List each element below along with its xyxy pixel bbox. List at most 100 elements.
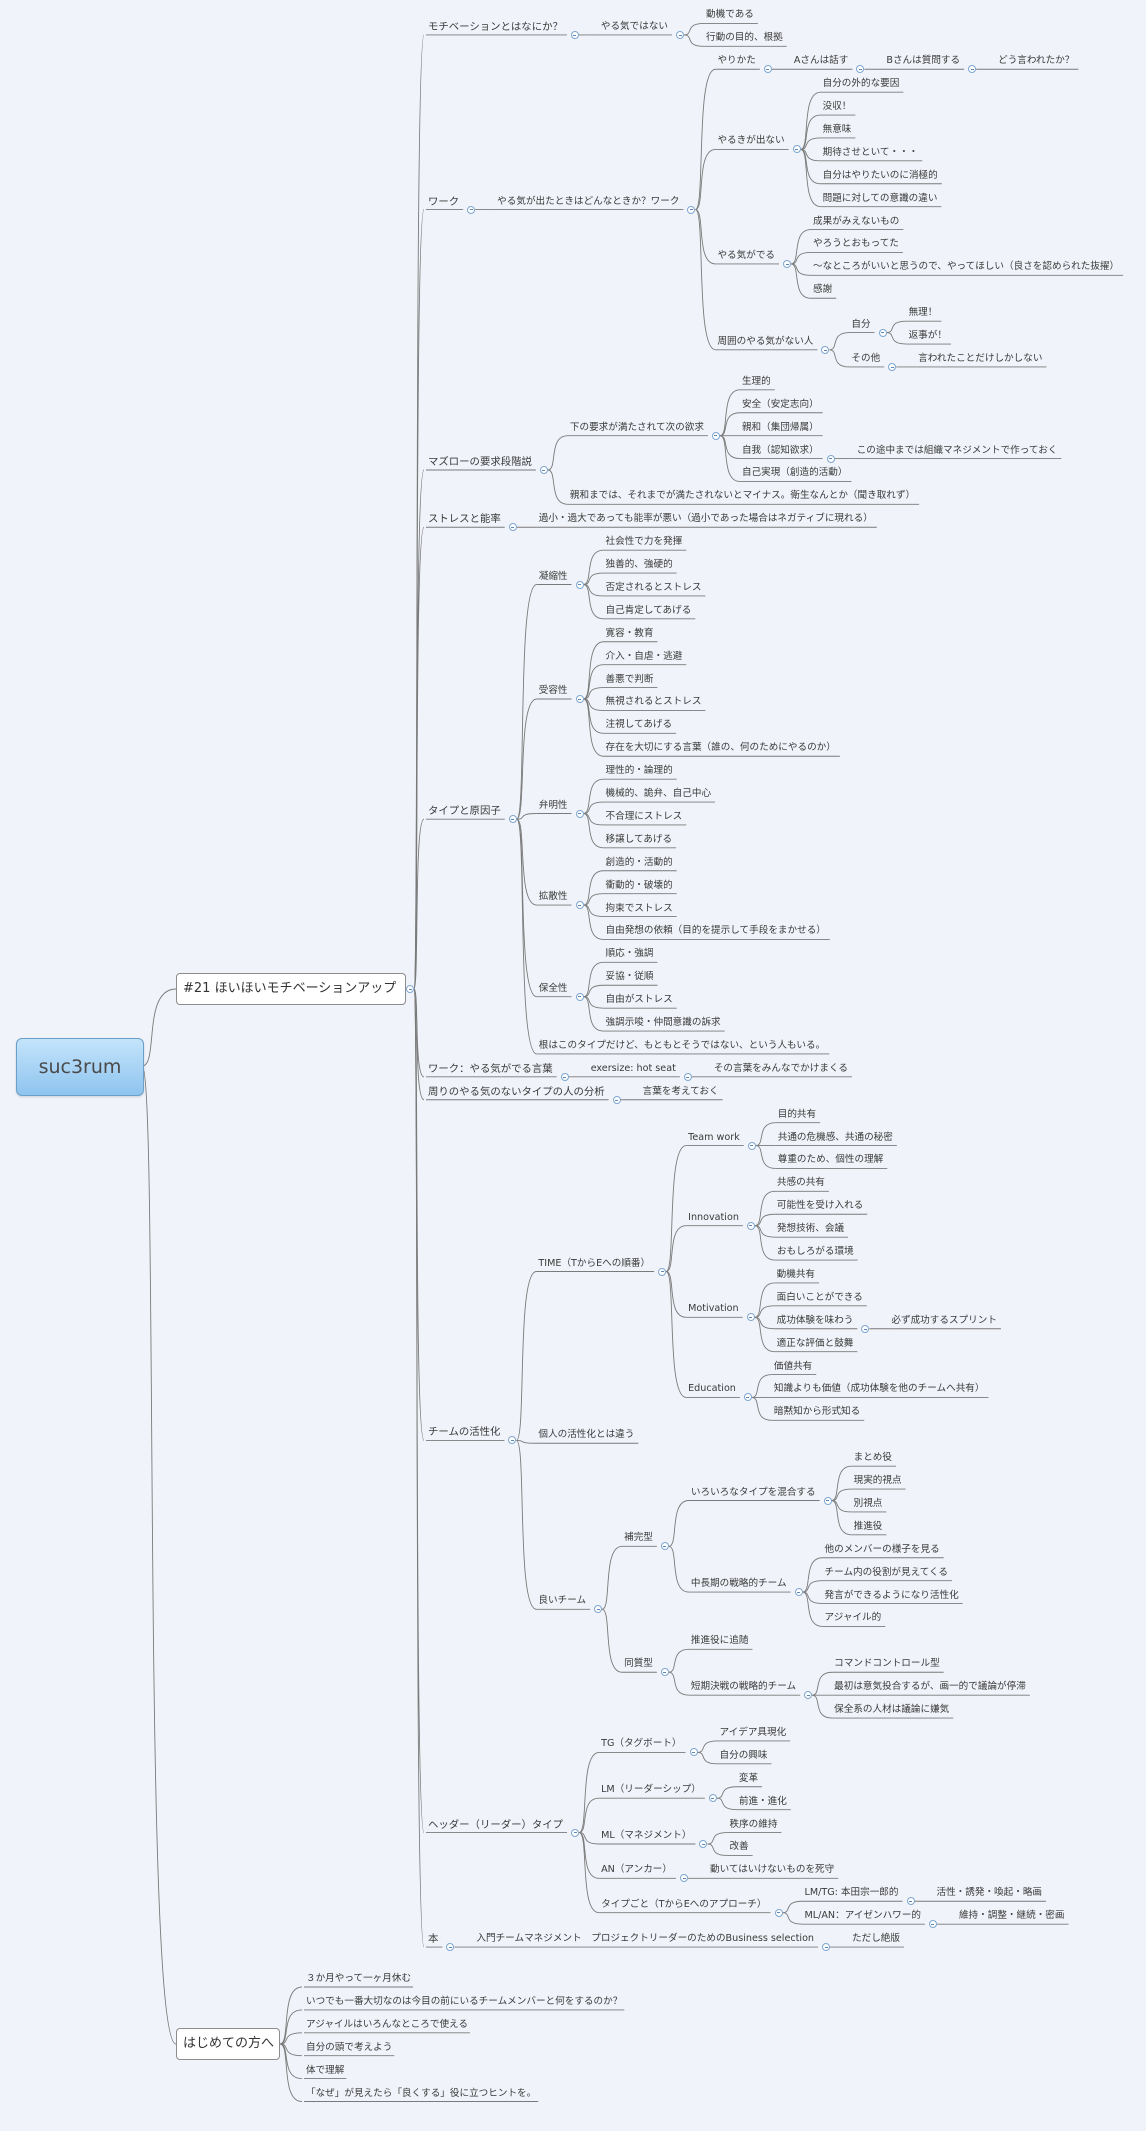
topic-node[interactable]: 安全（安定志向） (741, 398, 819, 410)
topic-node[interactable]: まとめ役 (853, 1452, 892, 1464)
topic-node[interactable]: 維持・調整・継続・密画 (958, 1910, 1065, 1922)
topic-node[interactable]: いろいろなタイプを混合する (690, 1486, 816, 1498)
topic-node[interactable]: 保全系の人材は議論に嫌気 (834, 1704, 950, 1716)
minus-circle-icon[interactable] (467, 205, 476, 214)
topic-node[interactable]: 自分の興味 (719, 1749, 768, 1761)
topic-node[interactable]: 活性・誘発・喚起・略画 (936, 1887, 1043, 1899)
topic-node[interactable]: 発想技術、会議 (776, 1223, 845, 1235)
topic-node[interactable]: 変革 (738, 1772, 759, 1784)
topic-node[interactable]: アジャイルはいろんなところで使える (306, 2018, 468, 2030)
minus-circle-icon[interactable] (683, 1072, 692, 1081)
topic-node[interactable]: おもしろがる環境 (776, 1246, 854, 1258)
topic-node[interactable]: 感謝 (813, 284, 833, 296)
topic-node[interactable]: 存在を大切にする言葉（誰の、何のためにやるのか） (605, 742, 836, 754)
topic-node[interactable]: 面白いことができる (776, 1291, 863, 1303)
topic-node[interactable]: 体で理解 (306, 2064, 345, 2076)
minus-circle-icon[interactable] (508, 815, 517, 824)
minus-circle-icon[interactable] (888, 362, 897, 371)
topic-node[interactable]: その言葉をみんなでかけまくる (713, 1062, 848, 1074)
minus-circle-icon[interactable] (968, 65, 977, 74)
topic-node[interactable]: 現実的視点 (853, 1475, 902, 1487)
topic-node[interactable]: 注視してあげる (605, 719, 673, 731)
minus-circle-icon[interactable] (508, 1436, 517, 1445)
topic-node[interactable]: 改善 (729, 1841, 749, 1853)
root-topic[interactable]: suc3rum (16, 1038, 144, 1096)
topic-node[interactable]: 拡散性 (538, 891, 568, 903)
topic-node[interactable]: 期待させといて・・・ (822, 146, 919, 158)
topic-node[interactable]: 短期決戦の戦略的チーム (690, 1681, 797, 1693)
minus-circle-icon[interactable] (708, 1794, 717, 1803)
topic-node[interactable]: 成功体験を味わう (776, 1314, 854, 1326)
topic-node[interactable]: 寛容・教育 (605, 627, 654, 639)
topic-node[interactable]: 動機である (706, 9, 754, 21)
topic-node[interactable]: 個人の活性化とは違う (538, 1429, 635, 1441)
topic-node[interactable]: 創造的・活動的 (605, 856, 673, 868)
topic-node[interactable]: 適正な評価と鼓舞 (776, 1337, 854, 1349)
topic-node[interactable]: 生理的 (741, 375, 771, 387)
topic-node[interactable]: 過小・過大であっても能率が悪い（過小であった場合はネガティブに現れる） (538, 513, 873, 525)
topic-node[interactable]: 知識よりも価値（成功体験を他のチームへ共有） (773, 1383, 985, 1395)
topic-node[interactable]: 暗黙知から形式知る (773, 1406, 861, 1418)
minus-circle-icon[interactable] (804, 1691, 813, 1700)
minus-circle-icon[interactable] (783, 259, 792, 268)
minus-circle-icon[interactable] (774, 1908, 783, 1917)
topic-node[interactable]: 善悪で判断 (605, 673, 654, 685)
topic-node[interactable]: 推進役に追随 (690, 1635, 749, 1647)
topic-node[interactable]: この途中までは組織マネジメントで作っておく (856, 444, 1058, 456)
topic-node[interactable]: ヘッダー（リーダー）タイプ (428, 1818, 564, 1831)
minus-circle-icon[interactable] (406, 985, 414, 993)
minus-circle-icon[interactable] (687, 205, 696, 214)
topic-node[interactable]: Motivation (688, 1303, 739, 1315)
minus-circle-icon[interactable] (660, 1542, 669, 1551)
topic-node[interactable]: 自分の外的な要因 (822, 78, 900, 90)
topic-node[interactable]: チームの活性化 (428, 1426, 501, 1439)
topic-node[interactable]: 不合理にストレス (605, 810, 683, 822)
topic-node[interactable]: Bさんは質問する (886, 55, 961, 67)
topic-node[interactable]: 別視点 (853, 1497, 883, 1509)
minus-circle-icon[interactable] (676, 30, 685, 39)
topic-node[interactable]: どう言われたか？ (998, 55, 1075, 67)
minus-circle-icon[interactable] (575, 809, 584, 818)
topic-node[interactable]: 目的共有 (777, 1108, 817, 1120)
topic-node[interactable]: いつでも一番大切なのは今目の前にいるチームメンバーと何をするのか？ (306, 1995, 623, 2007)
topic-node[interactable]: アジャイル的 (824, 1612, 882, 1624)
minus-circle-icon[interactable] (794, 1588, 803, 1597)
topic-node[interactable]: 自分はやりたいのに消極的 (822, 169, 938, 181)
topic-node[interactable]: 妥協・従順 (605, 971, 654, 983)
main-topic-beginners[interactable]: はじめての方へ (176, 2028, 280, 2060)
topic-node[interactable]: 否定されるとストレス (605, 581, 702, 593)
topic-node[interactable]: 可能性を受け入れる (776, 1200, 864, 1212)
topic-node[interactable]: 言われたことだけしかしない (918, 352, 1043, 364)
topic-node[interactable]: 介入・自虐・逃避 (605, 650, 683, 662)
topic-node[interactable]: 「なぜ」が見えたら「良くする」役に立つヒントを。 (306, 2087, 537, 2099)
minus-circle-icon[interactable] (823, 1496, 832, 1505)
topic-node[interactable]: 自己肯定してあげる (605, 604, 692, 616)
topic-node[interactable]: ストレスと能率 (428, 513, 501, 526)
minus-circle-icon[interactable] (746, 1221, 755, 1230)
topic-node[interactable]: 移譲してあげる (605, 833, 673, 845)
topic-node[interactable]: 良いチーム (538, 1595, 587, 1607)
topic-node[interactable]: 動機共有 (776, 1268, 816, 1280)
topic-node[interactable]: 順応・強調 (605, 948, 654, 960)
topic-node[interactable]: 発言ができるようになり活性化 (824, 1589, 959, 1601)
minus-circle-icon[interactable] (570, 30, 579, 39)
topic-node[interactable]: 凝縮性 (538, 570, 568, 582)
topic-node[interactable]: 受容性 (538, 685, 568, 696)
topic-node[interactable]: 必ず成功するスプリント (891, 1314, 997, 1326)
topic-node[interactable]: 自由発想の依頼（目的を提示して手段をまかせる） (605, 925, 826, 937)
topic-node[interactable]: ワーク (428, 195, 460, 208)
topic-node[interactable]: ３か月やって一ヶ月休む (306, 1973, 412, 1984)
topic-node[interactable]: Aさんは話す (793, 55, 849, 67)
topic-node[interactable]: 行動の目的、根拠 (706, 32, 783, 44)
topic-node[interactable]: 最初は意気投合するが、画一的で議論が停滞 (834, 1681, 1026, 1693)
topic-node[interactable]: コマンドコントロール型 (834, 1658, 940, 1670)
minus-circle-icon[interactable] (792, 145, 801, 154)
topic-node[interactable]: 自分の頭で考えよう (306, 2041, 393, 2053)
topic-node[interactable]: 親和（集団帰属） (741, 421, 819, 433)
topic-node[interactable]: アイデア具現化 (719, 1726, 787, 1738)
topic-node[interactable]: LM（リーダーシップ） (601, 1784, 701, 1796)
topic-node[interactable]: モチベーションとはなにか？ (428, 20, 563, 33)
minus-circle-icon[interactable] (539, 466, 548, 474)
topic-node[interactable]: 無意味 (822, 123, 852, 135)
topic-node[interactable]: 尊重のため、個性の理解 (777, 1154, 884, 1166)
